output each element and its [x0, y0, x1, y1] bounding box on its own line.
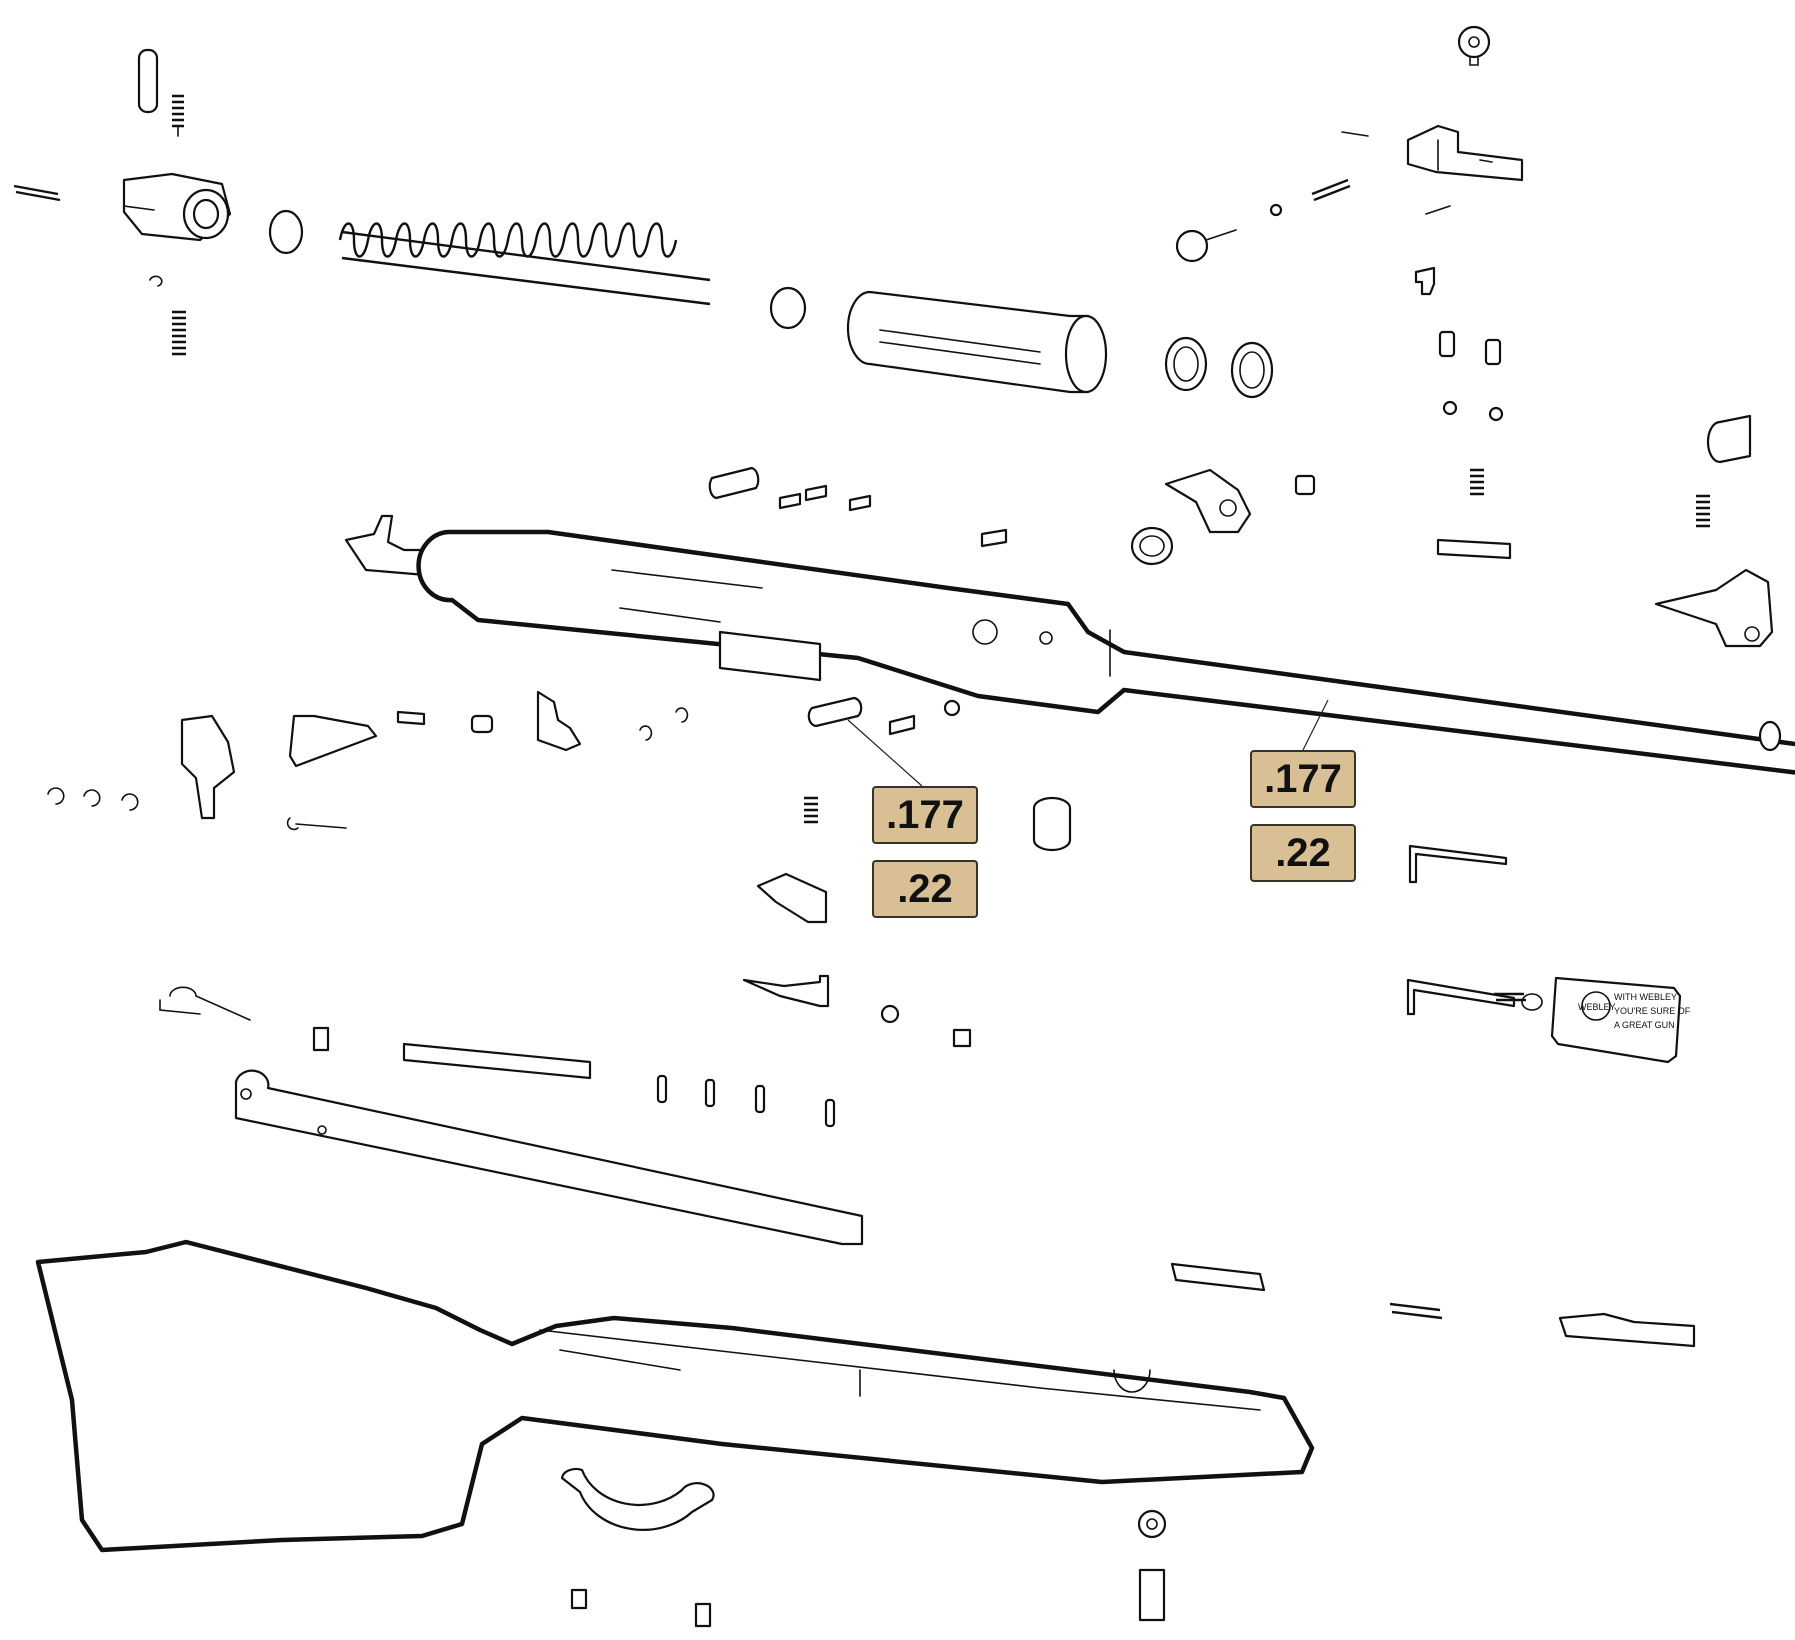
key-tag: WEBLEY WITH WEBLEY YOU'RE SURE OF A GREA…	[1550, 976, 1691, 1064]
key-tag-brand: WEBLEY	[1578, 1002, 1616, 1012]
small-spring-top	[172, 94, 184, 137]
caliber-badge-right-177: .177	[1250, 750, 1356, 808]
rear-sight-base	[1406, 124, 1524, 182]
cocking-arm	[402, 1042, 592, 1080]
trigger-bush	[470, 714, 494, 734]
rear-block	[1170, 1262, 1266, 1292]
stud-screw	[980, 528, 1008, 548]
piston	[846, 290, 1108, 394]
trigger-spring	[286, 817, 347, 831]
sight-nut-1	[1442, 400, 1458, 416]
pivot-screw	[888, 714, 916, 736]
sight-knob-side	[1175, 229, 1237, 263]
lever-spring	[1130, 526, 1174, 566]
sight-pin-2	[1425, 205, 1451, 215]
trigger-pin	[396, 710, 426, 726]
breech-latch	[756, 872, 828, 924]
key-tag-line-3: A GREAT GUN	[1614, 1020, 1675, 1030]
sight-pin-small	[1341, 131, 1369, 137]
cross-pin	[137, 48, 159, 114]
stock-washer	[1137, 1509, 1167, 1539]
small-spring-lower	[172, 310, 186, 356]
front-sight	[1654, 568, 1774, 648]
leader-left	[847, 719, 923, 787]
barrel-bush	[1706, 414, 1752, 464]
piston-end-block	[122, 172, 232, 242]
allen-key-with-tag	[1406, 978, 1543, 1016]
front-spring	[1696, 494, 1710, 528]
main-spring	[338, 222, 711, 306]
sight-screw-1	[1438, 330, 1456, 358]
sight-knob-top	[1457, 25, 1491, 66]
compression-tube-barrel	[416, 529, 1795, 775]
sight-ball	[1269, 203, 1283, 217]
trigger-guard	[560, 1467, 715, 1531]
sight-nut-2	[1488, 406, 1504, 422]
trigger-guard-spring	[159, 986, 251, 1021]
piston-seal-1	[1164, 336, 1208, 392]
circlip-pair	[639, 707, 689, 741]
cocking-lever-arm	[234, 1069, 864, 1246]
small-grub	[952, 1028, 972, 1048]
circlip-row	[47, 787, 139, 811]
leader-right	[1301, 699, 1329, 753]
trigger-block	[1558, 1312, 1696, 1348]
stock-screw	[1138, 1568, 1166, 1622]
detent-plunger	[1032, 796, 1072, 852]
screws-pair	[778, 484, 872, 512]
sight-spring	[1311, 178, 1351, 202]
allen-key-small	[1408, 844, 1508, 884]
circlip-top	[149, 275, 163, 287]
grub-screw-left	[13, 184, 61, 202]
stock	[35, 1239, 1315, 1553]
caliber-badge-left-22: .22	[872, 860, 978, 918]
spacer-sleeve	[708, 466, 760, 500]
guard-screw-1	[570, 1588, 588, 1610]
caliber-badge-right-22: .22	[1250, 824, 1356, 882]
breech-pivot-bush	[807, 696, 863, 728]
pivot-washer	[943, 699, 961, 717]
sight-spring-2	[1470, 468, 1484, 496]
piston-seal-2	[1230, 341, 1274, 399]
piston-washer-right	[769, 286, 807, 330]
bent-lever	[742, 974, 830, 1008]
caliber-badge-left-177: .177	[872, 786, 978, 844]
key-tag-line-2: YOU'RE SURE OF	[1614, 1006, 1691, 1016]
sear	[288, 714, 378, 768]
small-nut	[880, 1004, 900, 1024]
cocking-lever	[1164, 468, 1252, 534]
detent-spring	[804, 796, 818, 824]
sight-clip	[1414, 266, 1436, 296]
small-screw	[312, 1026, 330, 1052]
trigger-blade	[180, 714, 236, 820]
piston-washer-left	[268, 209, 304, 255]
key-tag-line-1: WITH WEBLEY	[1614, 992, 1677, 1002]
stock-spring	[1389, 1302, 1443, 1320]
sight-screw-2	[1484, 338, 1502, 366]
safety-catch	[536, 690, 582, 752]
guard-screw-2	[694, 1602, 712, 1628]
pins-row	[656, 1074, 836, 1128]
sight-block	[1436, 538, 1512, 560]
lever-screw	[1294, 474, 1316, 496]
